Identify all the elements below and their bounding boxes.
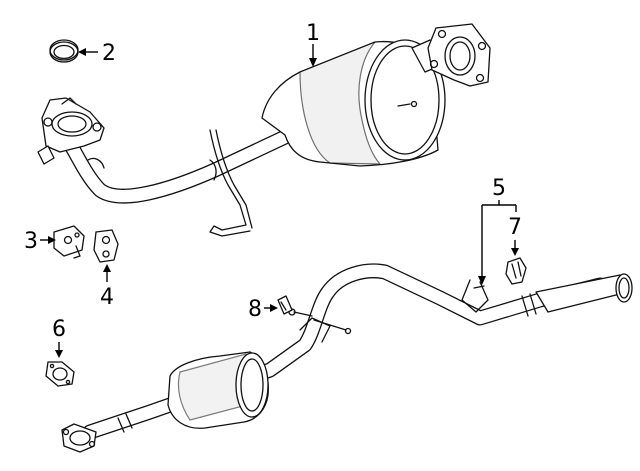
callout-label-5: 5 [492,176,506,201]
clamp-part-8 [277,295,293,315]
callout-6: 6 [52,317,66,358]
callout-5: 5 [478,176,517,285]
front-pipe-converter-assembly [37,23,491,237]
callout-3: 3 [24,229,56,254]
rear-exhaust-assembly [61,263,633,453]
isolator-part-7 [505,257,527,285]
callout-8: 8 [248,297,278,322]
callout-label-1: 1 [306,21,320,46]
callout-4: 4 [100,264,114,310]
callout-label-7: 7 [508,215,522,240]
bracket-part-3 [53,225,85,259]
callout-label-3: 3 [24,229,38,254]
gasket-plate-part-6 [45,361,75,387]
callout-label-4: 4 [100,285,114,310]
callout-7: 7 [508,215,522,256]
callout-label-6: 6 [52,317,66,342]
isolator-part-4 [93,229,119,263]
callout-label-8: 8 [248,297,262,322]
callout-2: 2 [78,41,116,66]
gasket-ring-part-2 [49,39,79,63]
callout-label-2: 2 [102,41,116,66]
callout-1: 1 [306,21,320,67]
